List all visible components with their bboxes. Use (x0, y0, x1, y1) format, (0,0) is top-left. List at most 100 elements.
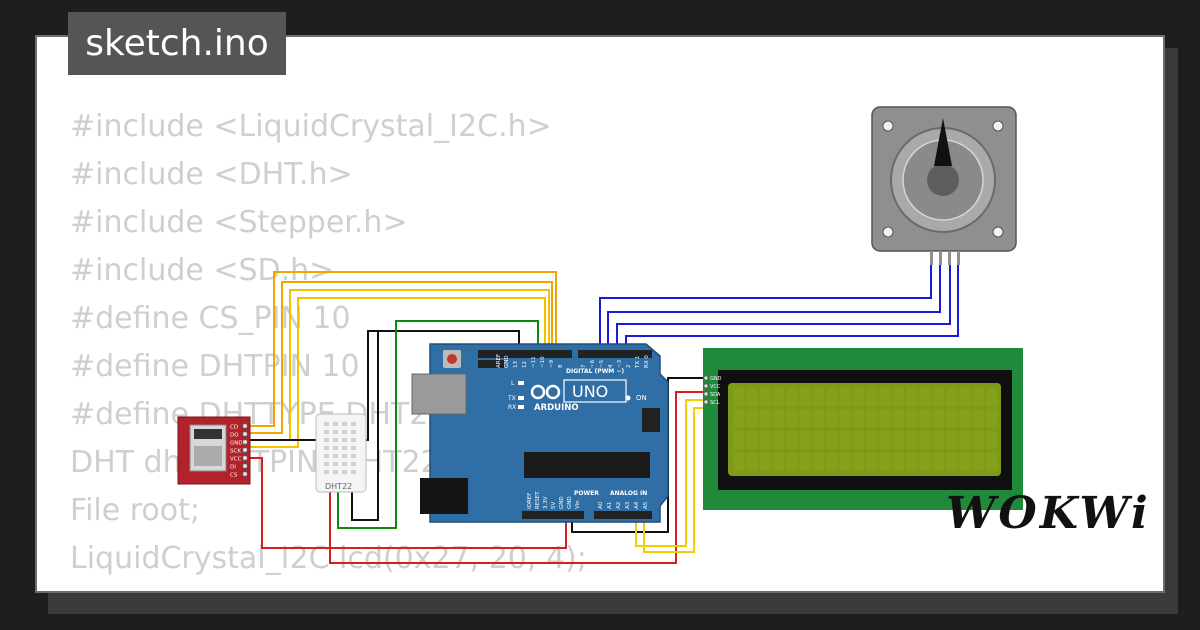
lcd-cell (759, 388, 772, 406)
lcd-pin[interactable] (703, 399, 709, 405)
lcd-cell (746, 452, 758, 471)
uno-box (563, 379, 627, 403)
lcd-cell (852, 409, 865, 428)
arduino-pin-label: GND (559, 496, 565, 509)
lcd-cell (905, 409, 918, 428)
sd-pin[interactable] (242, 447, 248, 453)
lcd-pin[interactable] (703, 383, 709, 389)
lcd-cell (786, 409, 798, 428)
sd-pin[interactable] (242, 431, 248, 437)
lcd-cell (826, 388, 838, 406)
lcd-cell (879, 388, 891, 406)
lcd-cell (972, 409, 984, 428)
power-label: POWER (574, 490, 599, 497)
dht-vent (333, 454, 338, 458)
arduino-pin-label: RX 0 (644, 355, 650, 368)
lcd-cell (733, 452, 745, 471)
lcd-cell (972, 431, 984, 449)
arduino-pin-label: A4 (634, 501, 640, 509)
lcd-cell (879, 409, 891, 428)
header-analog (594, 511, 652, 519)
dht-vent (342, 454, 347, 458)
code-line: #define CS_PIN 10 (70, 301, 351, 336)
arduino-pin-label: AREF (496, 354, 502, 368)
dht22-sensor[interactable]: DHT22 (315, 413, 367, 493)
sd-pin-label: VCC (230, 457, 242, 463)
lcd-cell (972, 388, 984, 406)
arduino-pin-label: 5V (551, 502, 557, 509)
dht-vent (333, 462, 338, 466)
stepper-pin (939, 251, 942, 265)
dht-vent (333, 446, 338, 450)
wire-sd-cs (248, 297, 546, 448)
arduino-pin-label: 3.3V (543, 496, 549, 509)
lcd-cell (932, 388, 944, 406)
sd-pin[interactable] (242, 423, 248, 429)
stepper-motor[interactable] (871, 106, 1017, 265)
arduino-pin-label: GND (567, 496, 573, 509)
lcd-cell (919, 388, 931, 406)
lcd-cell (959, 431, 971, 449)
dht-vent (342, 438, 347, 442)
arduino-pin-label: TX 1 (635, 356, 641, 369)
dht-vent (324, 470, 329, 474)
screw-icon (992, 226, 1004, 238)
arduino-pin-label: 12 (522, 361, 528, 368)
wokwi-logo[interactable]: WOKWi (946, 488, 1151, 539)
arduino-pin-label: GND (504, 355, 510, 368)
sd-pin-label: SCK (230, 449, 241, 455)
lcd-cell (772, 452, 785, 471)
dht-vent (333, 470, 338, 474)
sd-pin[interactable] (242, 455, 248, 461)
arduino-pin-label: 2 (626, 365, 632, 369)
arduino-uno[interactable]: UNO ARDUINO DIGITAL (PWM ~) ON L TX RX P… (411, 343, 669, 523)
icsp-header (642, 408, 660, 432)
wire-sd-sck (248, 281, 553, 434)
code-line: #include <DHT.h> (70, 157, 353, 192)
dht-vent (351, 446, 356, 450)
dht-vent (342, 462, 347, 466)
dht-vent (324, 446, 329, 450)
sd-pin[interactable] (242, 463, 248, 469)
file-tab[interactable]: sketch.ino (68, 12, 286, 75)
dht-vent (333, 430, 338, 434)
tx-label: TX (507, 395, 516, 402)
sd-pin[interactable] (242, 439, 248, 445)
dht-vent (342, 446, 347, 450)
uno-label: UNO (572, 382, 608, 401)
lcd-cell (959, 452, 971, 471)
lcd-cell (879, 452, 891, 471)
on-label: ON (636, 394, 647, 402)
lcd-cell (892, 452, 905, 471)
lcd-pin-label: SCL (710, 400, 720, 406)
lcd-pin[interactable] (703, 391, 709, 397)
lcd-cell (746, 431, 758, 449)
stepper-pin (948, 251, 951, 265)
l-led (518, 381, 524, 385)
sd-pin-label: CS (230, 473, 238, 479)
lcd-pin[interactable] (703, 375, 709, 381)
sd-pin-label: DI (230, 465, 236, 471)
sd-slot-dark (194, 429, 222, 439)
lcd-cell (799, 452, 811, 471)
arduino-pin-label: A2 (616, 502, 622, 509)
sd-pin[interactable] (242, 471, 248, 477)
arduino-pin-label: Vin (575, 500, 581, 509)
infinity-right-icon (545, 384, 561, 400)
lcd-cell (919, 431, 931, 449)
arduino-pin-label: A1 (607, 502, 613, 509)
wire-stepper-b2 (625, 264, 959, 347)
sd-slot-metal (194, 446, 222, 466)
arduino-pin-label: RESET (535, 491, 541, 509)
lcd-pin-label: GND (710, 376, 722, 382)
dht-label: DHT22 (325, 482, 352, 491)
header-left-top (478, 350, 572, 358)
analog-label: ANALOG IN (610, 490, 647, 497)
lcd-cell (799, 388, 811, 406)
lcd-cell (839, 452, 851, 471)
lcd-cell (799, 431, 811, 449)
